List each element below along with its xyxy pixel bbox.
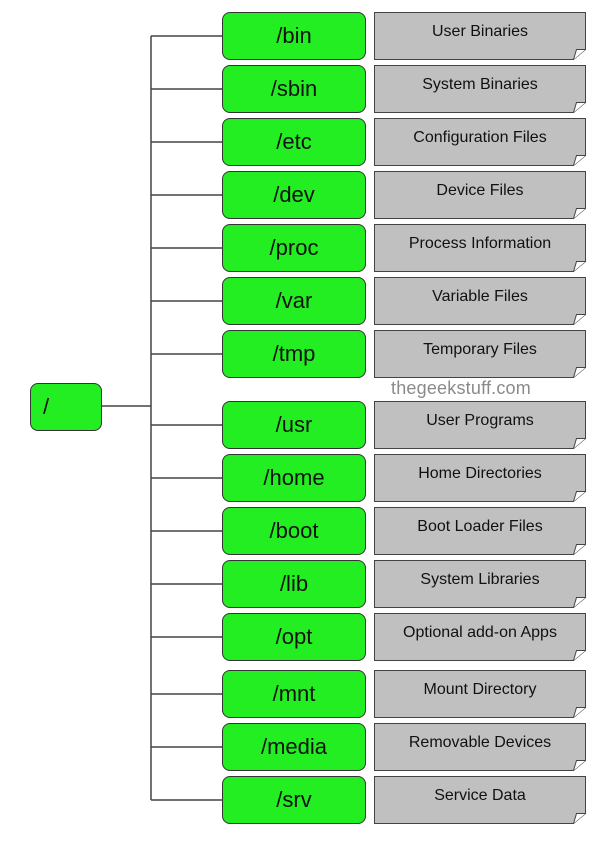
directory-name: /home [263,465,325,490]
folded-note-shape [374,277,586,325]
folded-note-shape [374,171,586,219]
directory-node-mnt: /mnt [222,670,366,718]
directory-name: /proc [269,235,319,260]
directory-node-opt: /opt [222,613,366,661]
directory-node-etc: /etc [222,118,366,166]
directory-node-dev: /dev [222,171,366,219]
folded-note-shape [374,224,586,272]
directory-name: /srv [276,787,312,812]
folded-note-shape [374,776,586,824]
directory-name: /usr [275,412,313,437]
description-note-bin: User Binaries [374,12,586,60]
description-note-mnt: Mount Directory [374,670,586,718]
directory-name: /var [275,288,313,313]
folded-note-shape [374,560,586,608]
description-note-lib: System Libraries [374,560,586,608]
directory-name: /sbin [270,76,318,101]
directory-name: /tmp [272,341,316,366]
directory-description: Device Files [436,182,524,199]
directory-name: /media [260,734,328,759]
description-note-etc: Configuration Files [374,118,586,166]
description-note-usr: User Programs [374,401,586,449]
folded-note-shape [374,118,586,166]
directory-description: Service Data [434,787,526,804]
directory-description: Removable Devices [408,734,552,751]
root-directory-node: / [30,383,102,431]
folded-note-shape [374,723,586,771]
folded-note-shape [374,12,586,60]
description-note-dev: Device Files [374,171,586,219]
description-note-boot: Boot Loader Files [374,507,586,555]
directory-description: User Programs [426,412,534,429]
folded-note-shape [374,454,586,502]
description-note-var: Variable Files [374,277,586,325]
directory-name: /dev [273,182,315,207]
description-note-proc: Process Information [374,224,586,272]
directory-description: Boot Loader Files [417,518,543,535]
description-note-opt: Optional add-on Apps [374,613,586,661]
folded-note-shape [374,613,586,661]
directory-node-home: /home [222,454,366,502]
directory-node-usr: /usr [222,401,366,449]
directory-name: /opt [275,624,313,649]
root-directory-label: / [43,394,50,419]
description-note-media: Removable Devices [374,723,586,771]
directory-description: System Libraries [420,571,540,588]
directory-description: Process Information [408,235,552,252]
directory-description: Configuration Files [413,129,547,146]
directory-name: /bin [276,23,312,48]
folded-note-shape [374,401,586,449]
description-note-home: Home Directories [374,454,586,502]
description-note-tmp: Temporary Files [374,330,586,378]
folded-note-shape [374,670,586,718]
directory-description: Mount Directory [423,681,537,698]
directory-description: Optional add-on Apps [403,624,557,641]
watermark: thegeekstuff.com [391,378,531,398]
directory-description: Home Directories [418,465,542,482]
directory-description: Temporary Files [423,341,537,358]
directory-name: /boot [269,518,319,543]
description-note-sbin: System Binaries [374,65,586,113]
directory-node-srv: /srv [222,776,366,824]
folded-note-shape [374,330,586,378]
folded-note-shape [374,507,586,555]
directory-node-media: /media [222,723,366,771]
directory-node-boot: /boot [222,507,366,555]
directory-name: /etc [276,129,312,154]
directory-node-bin: /bin [222,12,366,60]
directory-node-sbin: /sbin [222,65,366,113]
directory-description: User Binaries [431,23,529,40]
directory-name: /lib [279,571,309,596]
directory-node-tmp: /tmp [222,330,366,378]
directory-name: /mnt [272,681,316,706]
directory-description: System Binaries [422,76,538,93]
directory-node-proc: /proc [222,224,366,272]
folded-note-shape [374,65,586,113]
directory-node-lib: /lib [222,560,366,608]
description-note-srv: Service Data [374,776,586,824]
directory-node-var: /var [222,277,366,325]
directory-description: Variable Files [432,288,528,305]
